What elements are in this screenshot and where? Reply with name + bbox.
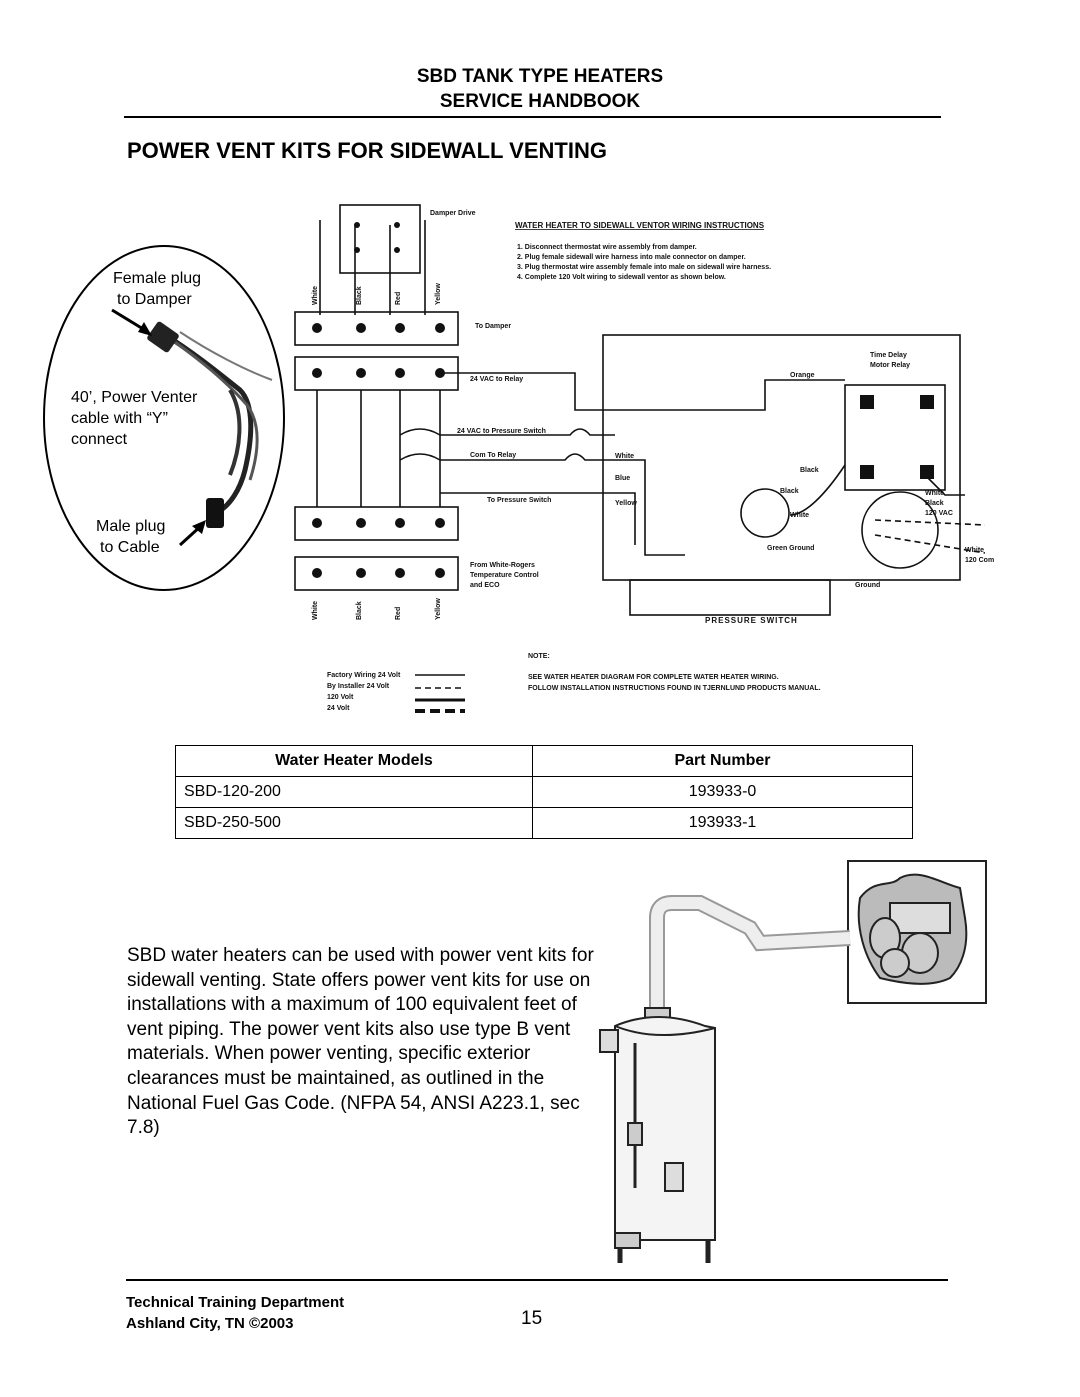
svg-text:White: White	[312, 601, 319, 620]
svg-text:120 Volt: 120 Volt	[327, 694, 354, 701]
svg-text:NOTE:: NOTE:	[528, 653, 550, 660]
callout-female-plug: Female plug to Damper	[113, 270, 202, 308]
table-cell-part: 193933-0	[532, 776, 913, 808]
svg-text:WATER HEATER TO SIDEWALL VENTO: WATER HEATER TO SIDEWALL VENTOR WIRING I…	[515, 221, 765, 230]
fan-circle	[861, 491, 939, 569]
svg-text:Black: Black	[356, 286, 363, 305]
svg-text:Temperature Control: Temperature Control	[470, 572, 539, 579]
table-header-row: Water Heater Models Part Number	[175, 745, 913, 777]
terminal-strip-3	[294, 506, 459, 541]
svg-text:PRESSURE SWITCH: PRESSURE SWITCH	[705, 616, 798, 625]
svg-text:White: White	[312, 286, 319, 305]
svg-text:2. Plug female sidewall wire: 2. Plug female sidewall wire harness int…	[517, 254, 746, 261]
body-paragraph: SBD water heaters can be used with power…	[127, 945, 594, 1139]
svg-text:Orange: Orange	[790, 372, 815, 379]
svg-text:White: White	[615, 453, 634, 460]
svg-text:White: White	[925, 490, 944, 497]
svg-text:Black: Black	[780, 488, 799, 495]
svg-text:4. Complete 120 Volt wiring t: 4. Complete 120 Volt wiring to sidewall …	[517, 274, 726, 281]
motor-circle	[740, 488, 790, 538]
svg-text:24 VAC to Pressure Switch: 24 VAC to Pressure Switch	[457, 428, 546, 435]
handbook-header-line1: SBD TANK TYPE HEATERS	[416, 66, 664, 87]
svg-text:Com To Relay: Com To Relay	[470, 452, 516, 459]
table-cell-model: SBD-120-200	[175, 776, 533, 808]
table-header-part-number: Part Number	[532, 745, 913, 777]
svg-text:Black: Black	[800, 467, 819, 474]
svg-text:3. Plug thermostat wire assem: 3. Plug thermostat wire assembly female …	[517, 264, 771, 271]
svg-text:Motor Relay: Motor Relay	[870, 362, 910, 369]
page-number: 15	[521, 1308, 543, 1329]
svg-text:From White-Rogers: From White-Rogers	[470, 562, 535, 569]
table-header-models: Water Heater Models	[175, 745, 533, 777]
terminal-strip-4	[294, 556, 459, 591]
svg-text:24 VAC to Relay: 24 VAC to Relay	[470, 376, 523, 383]
female-plug-shape	[147, 321, 179, 353]
svg-text:To Pressure Switch: To Pressure Switch	[487, 497, 551, 504]
svg-text:Yellow: Yellow	[435, 283, 442, 305]
svg-text:Yellow: Yellow	[615, 500, 637, 507]
page-title: POWER VENT KITS FOR SIDEWALL VENTING	[127, 138, 607, 163]
svg-text:1. Disconnect thermostat wire: 1. Disconnect thermostat wire assembly f…	[517, 244, 697, 251]
wiring-diagram: Damper Drive WATER HEATER TO SIDEWALL VE…	[294, 204, 994, 713]
callout-male-plug: Male plug to Cable	[96, 518, 166, 556]
svg-text:Yellow: Yellow	[435, 598, 442, 620]
header-rule	[124, 116, 941, 118]
table-row: SBD-120-200 193933-0	[175, 776, 913, 808]
damper-drive-box	[339, 204, 421, 274]
table-row: SBD-250-500 193933-1	[175, 807, 913, 839]
pressure-switch-box	[629, 579, 831, 616]
svg-text:Time Delay: Time Delay	[870, 352, 907, 359]
svg-text:120 Com: 120 Com	[965, 557, 994, 564]
svg-text:SEE WATER HEATER DIAGRAM FOR C: SEE WATER HEATER DIAGRAM FOR COMPLETE WA…	[528, 674, 779, 681]
svg-text:White: White	[790, 512, 809, 519]
svg-text:Factory Wiring 24 Volt: Factory Wiring 24 Volt	[327, 672, 401, 679]
table-cell-part: 193933-1	[532, 807, 913, 839]
svg-text:120 VAC: 120 VAC	[925, 510, 953, 517]
handbook-header-line2: SERVICE HANDBOOK	[439, 91, 641, 112]
svg-text:and ECO: and ECO	[470, 582, 500, 589]
ventor-cabinet	[602, 334, 961, 581]
footer-department: Technical Training Department Ashland Ci…	[126, 1294, 345, 1332]
svg-text:To Damper: To Damper	[475, 323, 511, 330]
relay-box	[844, 384, 946, 491]
male-plug-shape	[206, 498, 224, 528]
svg-text:Black: Black	[356, 601, 363, 620]
footer-rule	[126, 1279, 948, 1281]
svg-text:Damper Drive: Damper Drive	[430, 210, 476, 217]
svg-text:Ground: Ground	[855, 582, 880, 589]
callout-cable: 40’, Power Venter cable with “Y” connect	[71, 389, 198, 448]
svg-text:Red: Red	[395, 607, 402, 620]
svg-text:Blue: Blue	[615, 475, 630, 482]
table-cell-model: SBD-250-500	[175, 807, 533, 839]
svg-text:Green Ground: Green Ground	[767, 545, 814, 552]
svg-text:Red: Red	[395, 292, 402, 305]
terminal-strip-1	[294, 311, 459, 346]
svg-text:FOLLOW INSTALLATION INSTRUCTIO: FOLLOW INSTALLATION INSTRUCTIONS FOUND I…	[528, 685, 821, 692]
svg-text:Black: Black	[925, 500, 944, 507]
parts-table: Water Heater Models Part Number SBD-120-…	[175, 745, 913, 839]
connector-inset-illustration	[43, 245, 285, 591]
svg-text:24 Volt: 24 Volt	[327, 705, 350, 712]
water-heater-illustration	[599, 860, 987, 1263]
svg-text:White: White	[965, 547, 984, 554]
svg-text:By Installer 24 Volt: By Installer 24 Volt	[327, 683, 390, 690]
